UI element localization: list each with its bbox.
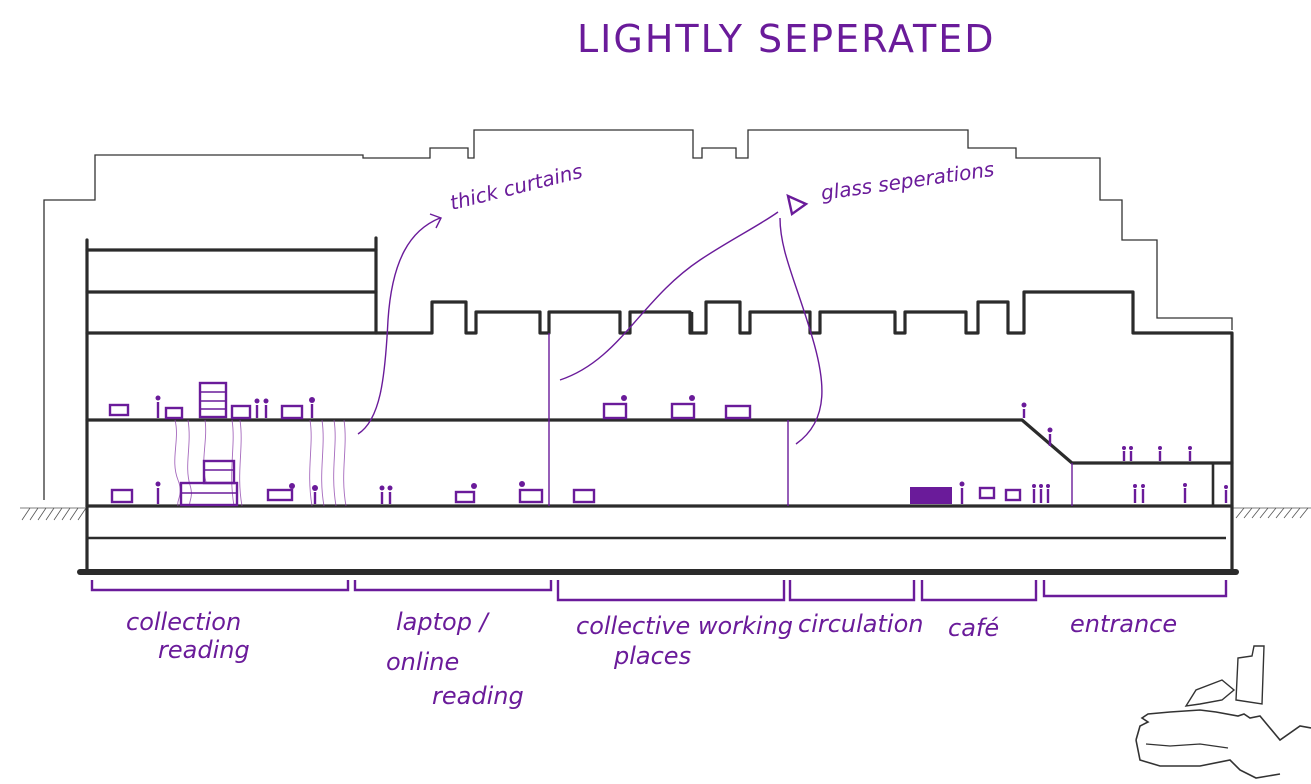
- ground-hatch-right: [1232, 507, 1311, 519]
- zone-label-laptop-3: reading: [432, 682, 524, 710]
- glass-label: glass seperations: [819, 157, 995, 205]
- ground-hatch-left: [20, 507, 87, 521]
- glass-arrow-1: [559, 211, 779, 381]
- curtains-arrowhead: [429, 213, 442, 229]
- glass-arrow-2: [779, 217, 823, 445]
- building-section: [77, 236, 1239, 575]
- thick-curtains: [174, 419, 347, 507]
- diagram-title: LIGHTLY SEPERATED: [577, 17, 995, 61]
- glass-separations: [548, 333, 1073, 506]
- zone-label-laptop-1: laptop /: [396, 608, 491, 636]
- zone-label-collective-2: places: [613, 642, 691, 670]
- people-ground-floor: [110, 481, 1228, 504]
- zone-label-collection-2: reading: [158, 636, 250, 664]
- curtains-label: thick curtains: [447, 159, 584, 215]
- zone-label-entrance: entrance: [1070, 610, 1177, 638]
- curtains-arrow: [357, 217, 441, 435]
- people-upper-floor: [108, 395, 1192, 461]
- zone-label-collective-1: collective working: [576, 612, 793, 640]
- zone-label-collection-1: collection: [126, 608, 241, 636]
- zone-label-cafe: café: [948, 614, 999, 642]
- glass-arrowhead: [786, 193, 809, 217]
- zone-brackets: [90, 580, 1228, 602]
- site-key-plan: [1135, 645, 1311, 779]
- zone-label-circulation: circulation: [798, 610, 923, 638]
- context-skyline: [43, 129, 1233, 500]
- bookshelves: [179, 381, 239, 507]
- zone-label-laptop-2: online: [386, 648, 459, 676]
